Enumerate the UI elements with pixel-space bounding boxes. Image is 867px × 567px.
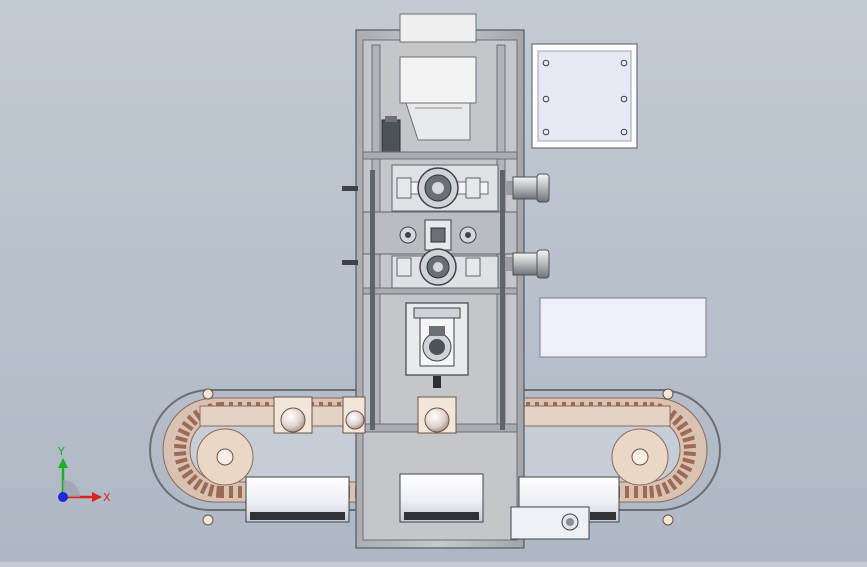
motor-housing-box xyxy=(510,506,590,540)
chain-link xyxy=(649,485,655,498)
chain-link xyxy=(181,420,194,431)
gripper-stem xyxy=(433,376,441,388)
chain-link xyxy=(679,463,693,473)
chain-link xyxy=(174,443,187,449)
chain-link xyxy=(174,451,187,457)
conveyor-outer-rail xyxy=(149,389,721,511)
left-sensor-pins xyxy=(342,186,358,265)
chain-link xyxy=(238,486,242,498)
chain-link xyxy=(667,478,678,491)
hopper-chute xyxy=(405,102,471,141)
side-info-plate xyxy=(539,297,707,358)
chain-link xyxy=(186,474,198,486)
right-guide-bar xyxy=(514,405,671,427)
chain-link xyxy=(220,486,224,498)
chain-link xyxy=(625,486,629,498)
chain-link xyxy=(177,427,191,437)
chain-link xyxy=(672,414,684,426)
control-panel-plate xyxy=(531,43,638,149)
chain-link xyxy=(181,469,194,480)
y-axis-label: Y xyxy=(57,445,65,458)
feeder-motor xyxy=(381,119,401,153)
x-axis-arrow xyxy=(92,492,102,502)
carrier-center xyxy=(417,396,457,434)
top-hopper-cap xyxy=(399,13,477,43)
right-sprocket xyxy=(611,428,669,486)
chain-link xyxy=(175,457,188,465)
product-carriers xyxy=(273,396,457,434)
chain-link xyxy=(682,457,695,465)
upper-clamp-unit xyxy=(391,164,499,212)
z-axis-dot xyxy=(58,492,68,502)
carrier-middle xyxy=(342,396,366,434)
chain-link xyxy=(643,486,647,498)
carrier-left xyxy=(273,396,313,434)
chain-link xyxy=(682,435,695,443)
hopper-box xyxy=(399,56,477,104)
chain-link xyxy=(683,451,696,457)
lower-pneumatic-cylinder xyxy=(505,249,550,279)
upper-pneumatic-cylinder xyxy=(505,173,550,203)
chain-link xyxy=(634,486,638,498)
chain-link xyxy=(655,484,663,497)
left-slot-strip xyxy=(370,170,375,430)
chain-link xyxy=(175,435,188,443)
chain-link xyxy=(192,478,203,491)
triad-plane-indicator xyxy=(63,480,80,497)
lower-gripper-assembly xyxy=(405,302,469,388)
y-axis-arrow xyxy=(58,458,68,468)
chain-link xyxy=(661,481,671,495)
chain-link xyxy=(679,427,693,437)
bottom-cover-boxes xyxy=(245,473,620,540)
right-slot-strip xyxy=(500,170,505,430)
chain-link xyxy=(199,481,209,495)
chain-link xyxy=(215,485,221,498)
chain-link xyxy=(676,420,689,431)
chain-link xyxy=(672,474,684,486)
orientation-triad[interactable]: Y X xyxy=(57,445,111,504)
chain-link xyxy=(229,486,233,498)
x-axis-label: X xyxy=(103,491,111,504)
center-flange-block xyxy=(399,219,477,251)
chain-link xyxy=(683,443,696,449)
chain-link xyxy=(676,469,689,480)
chain-link xyxy=(207,484,215,497)
lower-clamp-unit xyxy=(391,248,499,289)
chain-link xyxy=(186,414,198,426)
chain-link xyxy=(177,463,191,473)
left-sprocket xyxy=(196,428,254,486)
